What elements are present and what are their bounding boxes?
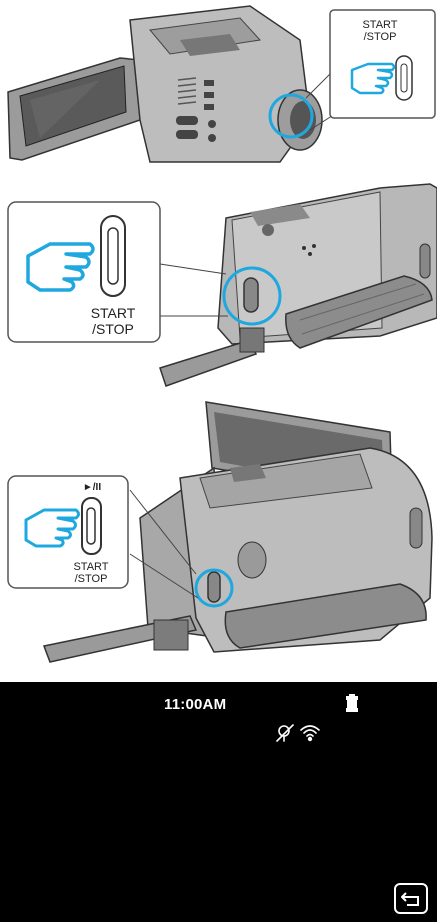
hand-strap: [42, 583, 427, 663]
callout-label-line2: /STOP: [92, 321, 134, 337]
start-stop-callout: ►/II START /STOP: [7, 475, 129, 589]
callout-label-line1: START: [362, 19, 397, 31]
start-stop-callout: START /STOP: [329, 9, 436, 119]
callout-label-line2: /STOP: [75, 573, 108, 585]
pointing-hand-icon: [24, 508, 80, 548]
start-stop-callout: START /STOP: [7, 201, 161, 343]
start-stop-highlight: [194, 568, 234, 608]
back-button[interactable]: [394, 883, 428, 914]
callout-label-line2: /STOP: [364, 31, 397, 43]
back-icon: [401, 891, 419, 906]
status-icons: [276, 724, 320, 742]
gps-off-icon: [276, 724, 294, 742]
battery-icon: [345, 694, 359, 712]
camcorder-body: [129, 5, 323, 163]
pointing-hand-icon: [26, 242, 95, 292]
callout-label-line1: START: [73, 561, 108, 573]
pointing-hand-icon: [350, 62, 396, 95]
hand-strap: [159, 275, 433, 387]
start-stop-highlight: [222, 266, 282, 326]
play-pause-label: ►/II: [83, 482, 101, 493]
callout-label-line1: START: [91, 305, 136, 321]
start-stop-highlight: [268, 93, 314, 139]
wifi-icon: [300, 725, 320, 742]
camcorder-lcd-screen: 11:00AM: [0, 682, 437, 922]
camcorder-lcd-panel: [7, 57, 141, 161]
clock-display: 11:00AM: [164, 696, 227, 713]
camcorder-illustration-side: START /STOP: [0, 0, 437, 168]
camcorder-illustration-back: START /STOP: [0, 178, 437, 390]
camcorder-illustration-front: ►/II START /STOP: [0, 398, 437, 680]
